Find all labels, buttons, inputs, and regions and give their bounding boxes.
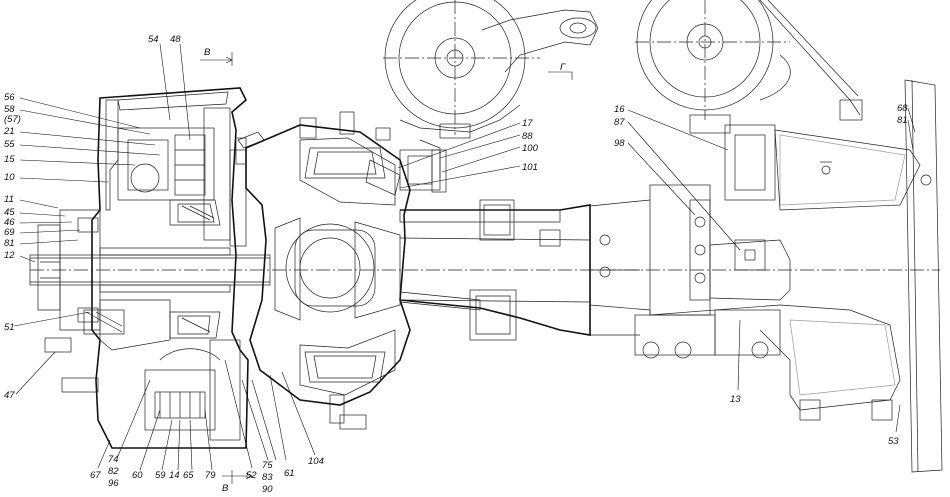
callout-51: 51	[4, 322, 15, 333]
callout-87: 87	[614, 117, 625, 128]
callout-57: (57)	[4, 114, 21, 125]
callout-45: 45	[4, 207, 15, 218]
callout-16: 16	[614, 104, 625, 115]
callout-53: 53	[888, 436, 899, 447]
axle-housing	[399, 199, 611, 341]
callout-58: 58	[4, 104, 15, 115]
callout-52: 52	[246, 470, 257, 481]
callout-labels: 54 48 56 58 (57) 21 55 15 10 11 45 46 69…	[3, 34, 908, 495]
callout-55: 55	[4, 139, 15, 150]
callout-11: 11	[4, 194, 14, 205]
callout-69: 69	[4, 227, 15, 238]
callout-81-right: 81	[897, 115, 908, 126]
callout-47: 47	[4, 390, 15, 401]
callout-79: 79	[205, 470, 216, 481]
callout-59: 59	[155, 470, 166, 481]
callout-98: 98	[614, 138, 625, 149]
callout-81-left: 81	[4, 238, 15, 249]
callout-96: 96	[108, 478, 119, 489]
callout-15: 15	[4, 154, 15, 165]
section-marks: В В Г	[200, 47, 573, 494]
callout-65: 65	[183, 470, 194, 481]
hub-assembly	[29, 87, 940, 449]
callout-88: 88	[522, 131, 533, 142]
callout-68: 68	[897, 103, 908, 114]
section-mark-top: В	[204, 47, 211, 58]
callout-12: 12	[4, 250, 15, 261]
callout-101: 101	[522, 162, 538, 173]
callout-13: 13	[730, 394, 741, 405]
view-mark: Г	[560, 62, 566, 73]
callout-60: 60	[132, 470, 143, 481]
callout-10: 10	[4, 172, 15, 183]
callout-74: 74	[108, 454, 119, 465]
callout-75: 75	[262, 460, 273, 471]
callout-67: 67	[90, 470, 101, 481]
callout-56: 56	[4, 92, 15, 103]
callout-17: 17	[522, 118, 533, 129]
callout-21: 21	[3, 126, 15, 137]
steering-arm-top	[383, 0, 599, 193]
leader-lines	[13, 43, 916, 471]
right-view	[589, 0, 943, 473]
callout-100: 100	[522, 143, 539, 154]
callout-82: 82	[108, 466, 119, 477]
callout-104: 104	[308, 456, 324, 467]
callout-48: 48	[170, 34, 181, 45]
callout-14: 14	[169, 470, 180, 481]
steering-knuckle	[245, 111, 411, 430]
callout-54: 54	[148, 34, 159, 45]
callout-61: 61	[284, 468, 295, 479]
callout-90: 90	[262, 484, 273, 495]
section-mark-bottom: В	[222, 483, 229, 494]
callout-46: 46	[4, 217, 15, 228]
callout-83: 83	[262, 472, 273, 483]
